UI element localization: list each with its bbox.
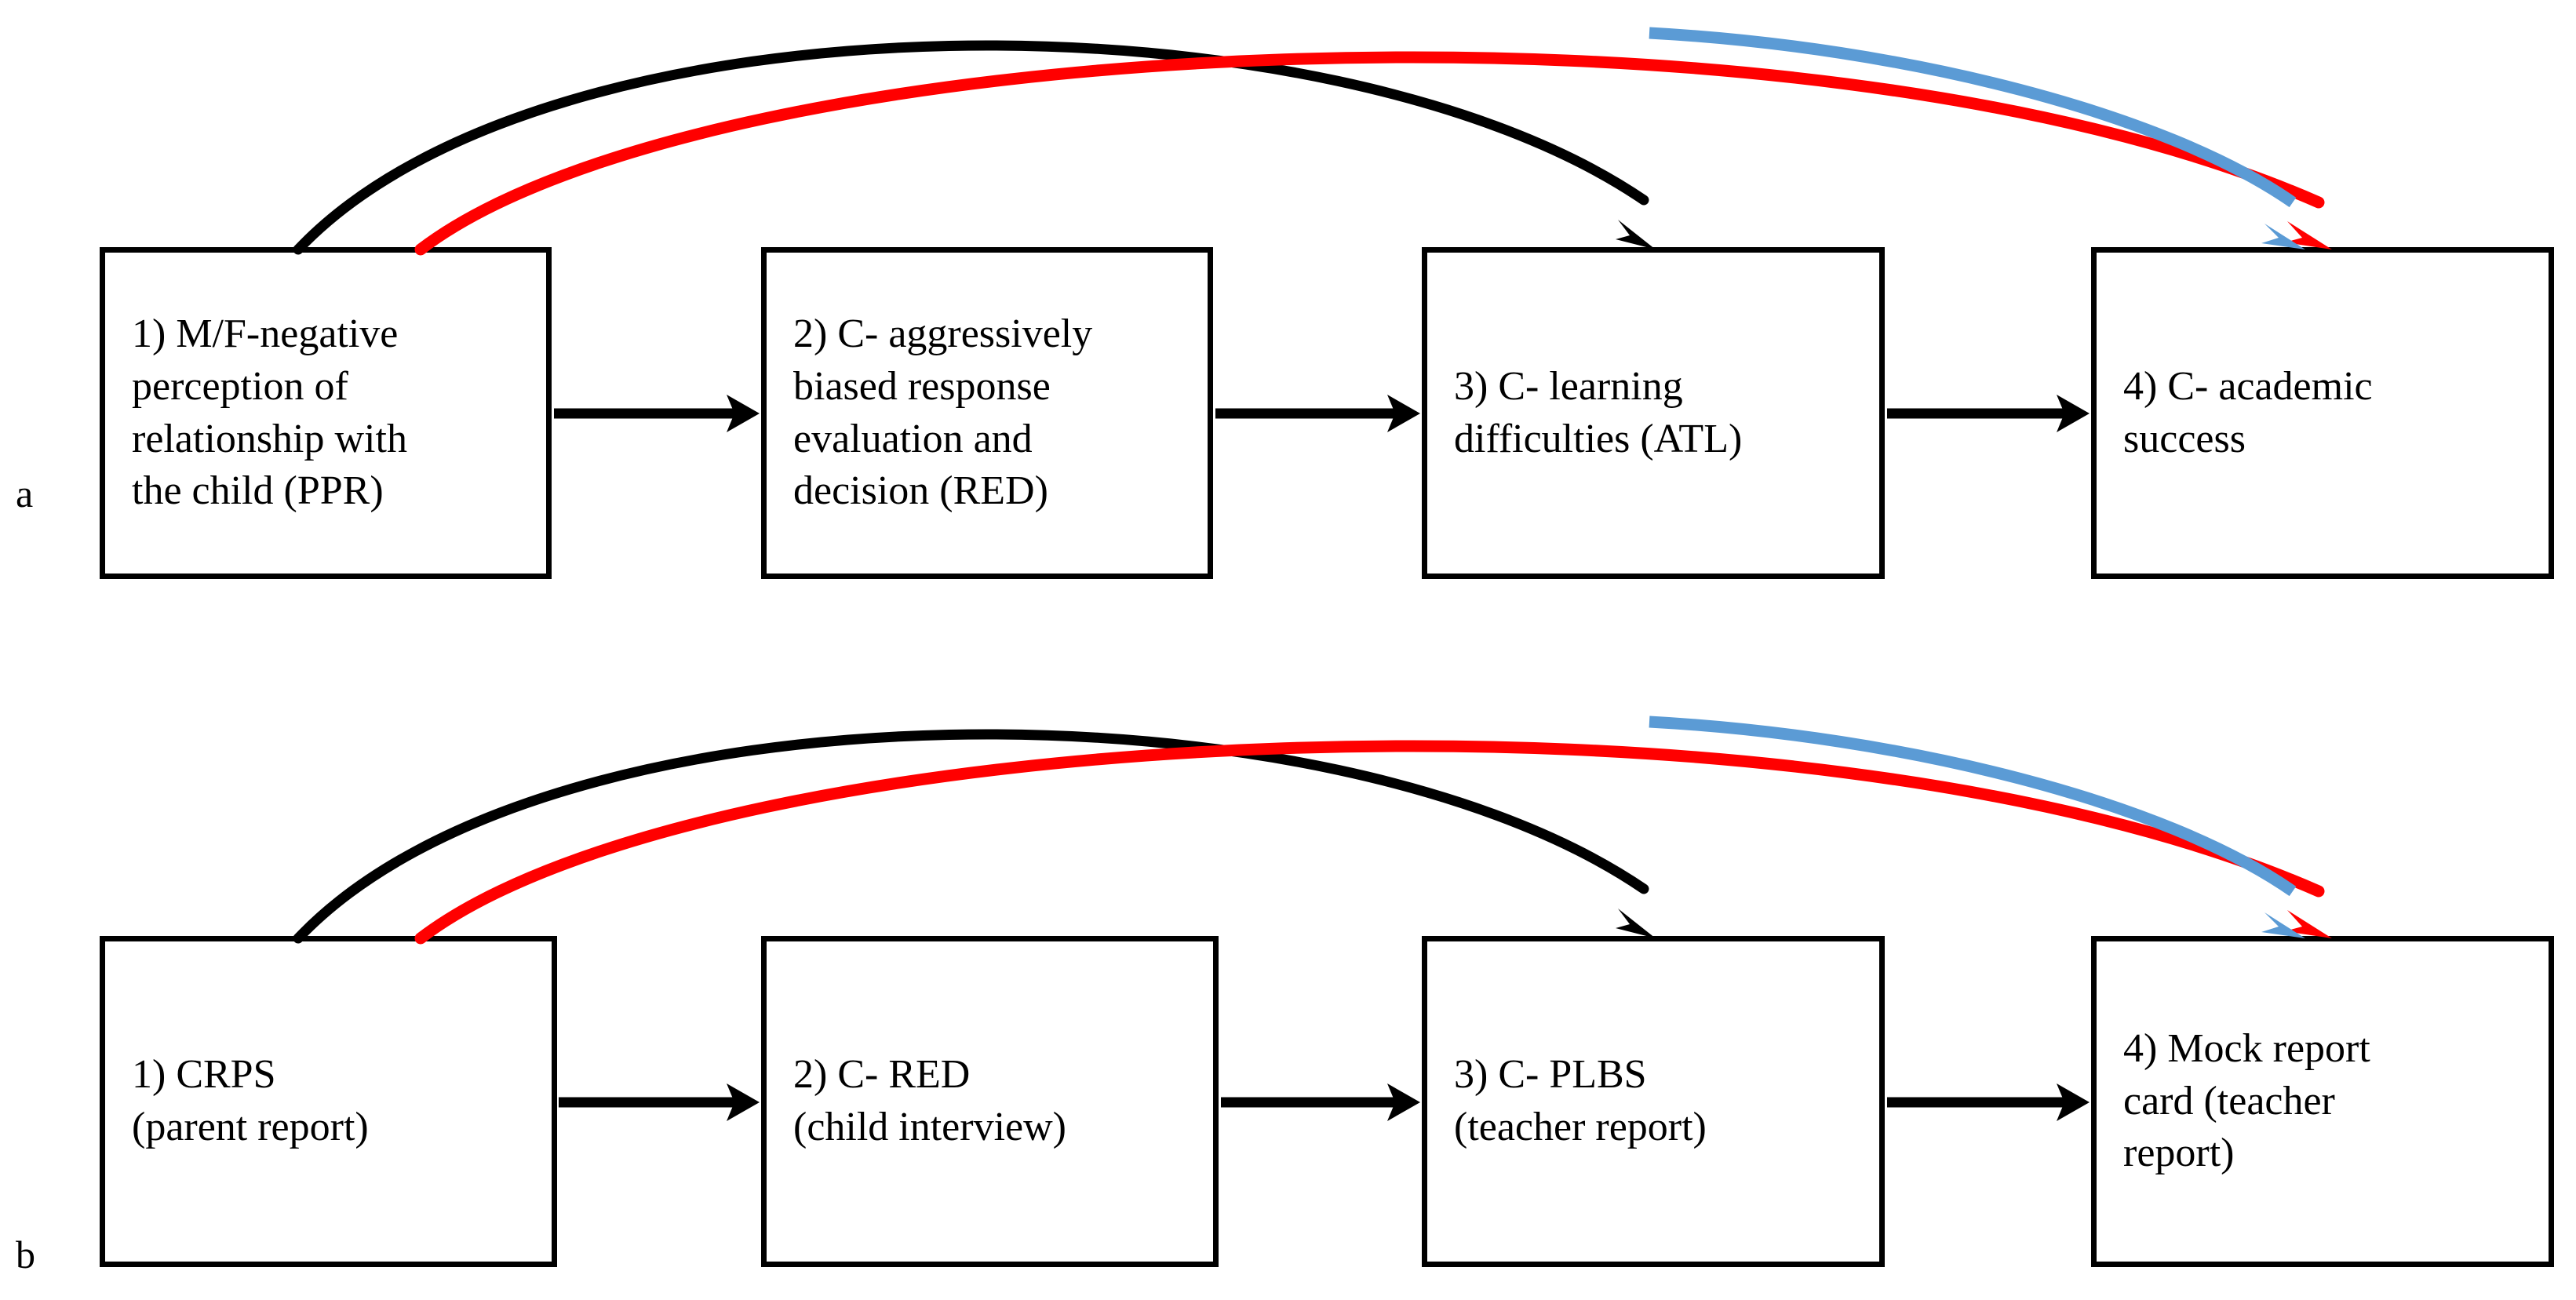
node-box-b4[interactable]: 4) Mock report card (teacher report) [2091,936,2554,1267]
node-box-a3-label: 3) C- learning difficulties (ATL) [1454,363,1743,461]
curved-arrow-a1-to-a3 [293,40,1656,255]
node-box-b3-label: 3) C- PLBS (teacher report) [1454,1052,1707,1149]
node-box-b2-label: 2) C- RED (child interview) [793,1052,1066,1149]
node-box-a2[interactable]: 2) C- aggressively biased response evalu… [761,247,1213,579]
curved-arrow-b1-to-b4 [414,740,2332,945]
node-box-a2-label: 2) C- aggressively biased response evalu… [793,311,1093,514]
curved-arrow-a1-to-a4 [414,51,2332,256]
node-box-b2[interactable]: 2) C- RED (child interview) [761,936,1219,1267]
straight-arrow-b2-to-b3 [1221,1083,1420,1121]
node-box-a4-label: 4) C- academic success [2123,363,2373,461]
curved-arrow-b1-to-b3 [293,729,1656,944]
panel-label-a: a [16,472,34,515]
node-box-a3[interactable]: 3) C- learning difficulties (ATL) [1422,247,1885,579]
curved-arrow-a3-to-a4 [1649,27,2305,249]
node-box-b4-label: 4) Mock report card (teacher report) [2123,1026,2370,1176]
panel-label-b: b [16,1233,35,1276]
curved-arrow-b3-to-b4 [1649,716,2305,938]
straight-arrow-b1-to-b2 [559,1083,760,1121]
node-box-a1[interactable]: 1) M/F-negative perception of relationsh… [100,247,552,579]
straight-arrow-b3-to-b4 [1887,1083,2090,1121]
straight-arrow-a2-to-a3 [1215,395,1420,432]
node-box-b3[interactable]: 3) C- PLBS (teacher report) [1422,936,1885,1267]
straight-arrow-a3-to-a4 [1887,395,2090,432]
node-box-a4[interactable]: 4) C- academic success [2091,247,2554,579]
straight-arrow-a1-to-a2 [554,395,760,432]
node-box-b1[interactable]: 1) CRPS (parent report) [100,936,557,1267]
node-box-a1-label: 1) M/F-negative perception of relationsh… [132,311,407,514]
node-box-b1-label: 1) CRPS (parent report) [132,1052,369,1149]
